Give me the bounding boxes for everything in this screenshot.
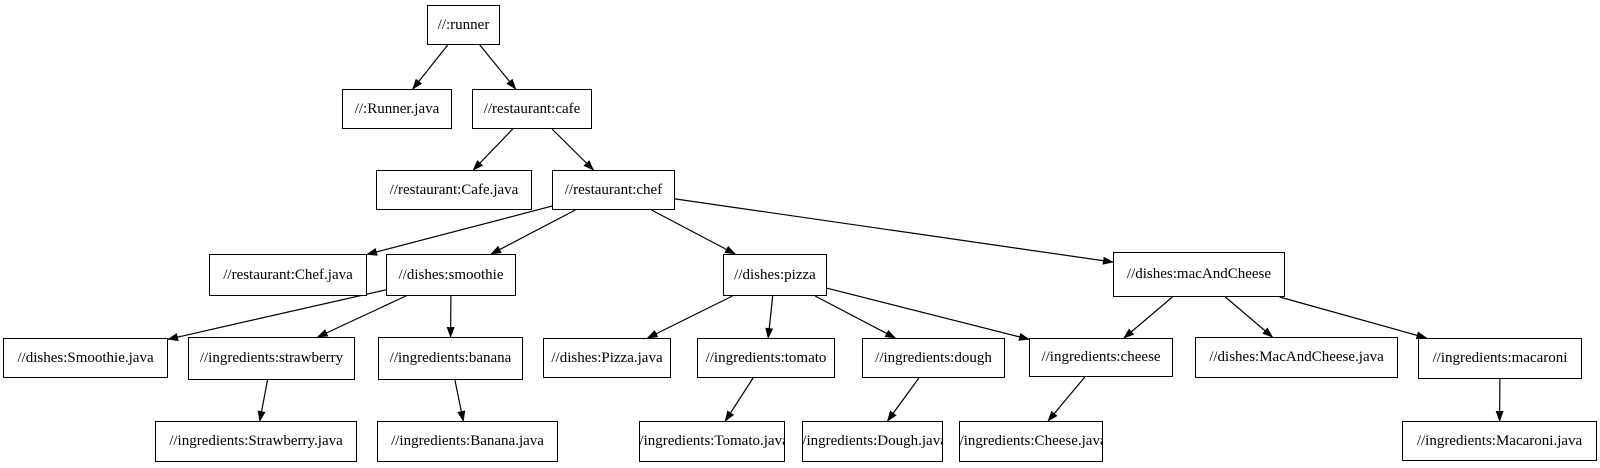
graph-node-smoothie: //dishes:smoothie xyxy=(386,254,516,296)
graph-node-dough: //ingredients:dough xyxy=(862,338,1005,378)
graph-node-runner: //:runner xyxy=(427,5,500,45)
edge-banana-to-banana-java xyxy=(454,379,466,422)
edge-strawberry-to-strawberry-java xyxy=(257,379,269,422)
edge-pizza-to-tomato xyxy=(765,295,774,339)
graph-node-cheese-java: //ingredients:Cheese.java xyxy=(959,421,1103,462)
edge-dough-to-dough-java xyxy=(886,377,920,422)
graph-node-dough-java: //ingredients:Dough.java xyxy=(802,421,943,462)
graph-node-tomato-java: //ingredients:Tomato.java xyxy=(639,421,785,462)
graph-node-tomato: //ingredients:tomato xyxy=(697,338,835,378)
graph-node-mac-and-cheese: //dishes:macAndCheese xyxy=(1113,252,1285,297)
graph-node-runner-java: //:Runner.java xyxy=(342,89,452,129)
edge-tomato-to-tomato-java xyxy=(724,377,754,422)
edge-cafe-to-cafe-java xyxy=(472,128,514,171)
graph-node-strawberry: //ingredients:strawberry xyxy=(188,337,355,380)
edge-runner-to-cafe xyxy=(479,44,517,90)
graph-node-pizza: //dishes:pizza xyxy=(723,254,827,296)
graph-node-banana: //ingredients:banana xyxy=(378,337,523,380)
edge-cheese-to-cheese-java xyxy=(1047,376,1086,422)
edge-runner-to-runner-java xyxy=(412,44,449,90)
graph-node-cheese: //ingredients:cheese xyxy=(1029,338,1173,377)
graph-node-banana-java: //ingredients:Banana.java xyxy=(377,421,558,462)
graph-node-macaroni: //ingredients:macaroni xyxy=(1418,338,1582,379)
graph-node-macaroni-java: //ingredients:Macaroni.java xyxy=(1402,421,1597,461)
graph-node-mac-and-cheese-java: //dishes:MacAndCheese.java xyxy=(1195,337,1398,378)
graph-node-chef: //restaurant:chef xyxy=(552,170,675,210)
edge-chef-to-chef-java xyxy=(366,205,553,256)
edge-mac-and-cheese-to-mac-and-cheese-java xyxy=(1225,296,1274,338)
graph-node-smoothie-java: //dishes:Smoothie.java xyxy=(3,338,168,378)
edge-mac-and-cheese-to-macaroni xyxy=(1279,296,1428,340)
edge-pizza-to-dough xyxy=(814,295,897,339)
graph-node-strawberry-java: //ingredients:Strawberry.java xyxy=(155,421,357,462)
graph-node-pizza-java: //dishes:Pizza.java xyxy=(543,338,671,378)
edge-smoothie-to-smoothie-java xyxy=(167,289,387,341)
edge-chef-to-mac-and-cheese xyxy=(674,198,1114,265)
graph-node-cafe-java: //restaurant:Cafe.java xyxy=(376,170,532,210)
edge-mac-and-cheese-to-cheese xyxy=(1123,296,1173,339)
edge-cafe-to-chef xyxy=(551,128,595,171)
edge-chef-to-pizza xyxy=(651,209,736,255)
edge-pizza-to-pizza-java xyxy=(646,295,733,339)
edge-pizza-to-cheese xyxy=(826,287,1030,341)
edge-chef-to-smoothie xyxy=(490,209,576,255)
graph-node-chef-java: //restaurant:Chef.java xyxy=(209,254,367,296)
graph-node-cafe: //restaurant:cafe xyxy=(472,89,592,129)
edge-smoothie-to-strawberry xyxy=(316,295,407,338)
